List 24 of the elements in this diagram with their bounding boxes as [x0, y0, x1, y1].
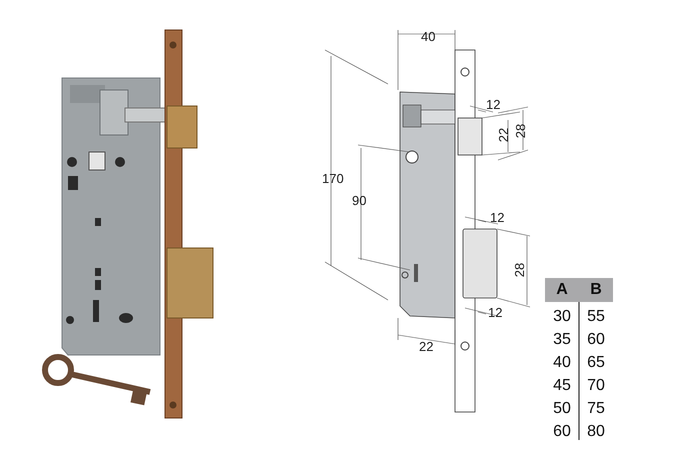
dimension-label: 12	[486, 98, 500, 112]
dimension-label: 12	[490, 211, 504, 225]
table-value: 50	[552, 400, 572, 418]
table-value: 40	[552, 354, 572, 372]
dimension-label: 28	[514, 124, 528, 138]
table-value: 30	[552, 308, 572, 326]
column-header: B	[579, 278, 613, 302]
column-header: A	[545, 278, 579, 302]
table-value: 45	[552, 377, 572, 395]
dimension-label: 90	[352, 194, 366, 208]
table-value: 60	[552, 423, 572, 441]
dimension-label: 22	[419, 340, 434, 354]
dimension-label: 170	[322, 172, 344, 186]
dimension-label: 28	[513, 262, 528, 278]
table-value: 35	[552, 331, 572, 349]
table-value: 65	[586, 354, 606, 372]
table-value: 75	[586, 400, 606, 418]
dimension-label: 40	[421, 30, 436, 44]
dimension-label: 12	[488, 306, 502, 320]
dimension-label: 22	[497, 128, 512, 142]
table-value: 80	[586, 423, 606, 441]
table-value: 60	[586, 331, 606, 349]
table-value: 70	[586, 377, 606, 395]
table-value: 55	[586, 308, 606, 326]
